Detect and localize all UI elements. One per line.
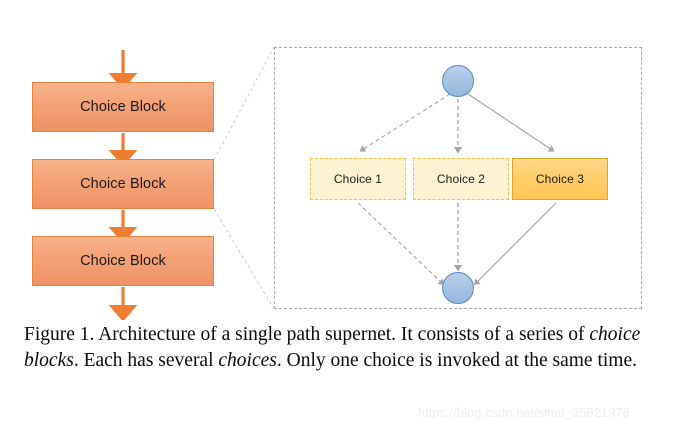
caption-emphasis-choices: choices	[218, 350, 277, 371]
caption-line-2-part-a: series of	[518, 324, 590, 345]
caption-emphasis-choice-blocks: choice blocks	[24, 324, 641, 371]
choice-box-2[interactable]: Choice 2	[413, 158, 509, 200]
callout-line-top	[213, 46, 275, 161]
detail-panel	[274, 47, 642, 309]
choice-block-1[interactable]: Choice Block	[32, 82, 214, 132]
callout-line-bottom	[213, 208, 275, 310]
output-node-circle	[442, 272, 474, 304]
choice-block-2-label: Choice Block	[80, 176, 166, 192]
figure-canvas: Choice Block Choice Block Choice Block C…	[32, 46, 642, 320]
input-node-circle	[442, 65, 474, 97]
edges-head-to-choices	[359, 93, 555, 154]
edge-choice-3-to-tail	[473, 202, 557, 286]
choice-block-1-label: Choice Block	[80, 99, 166, 115]
caption-line-3: is invoked at the same time.	[419, 350, 637, 371]
choice-box-3-selected[interactable]: Choice 3	[512, 158, 608, 200]
choice-block-3-label: Choice Block	[80, 253, 166, 269]
caption-line-2-part-c: . Only one choice	[276, 350, 415, 371]
edges-choices-to-tail	[357, 202, 557, 286]
caption-line-2-part-b: . Each has several	[73, 350, 219, 371]
edge-head-to-choice-1	[359, 93, 451, 152]
figure-caption: Figure 1. Architecture of a single path …	[24, 322, 658, 374]
callout-connectors	[213, 46, 275, 310]
edge-choice-1-to-tail	[357, 202, 445, 286]
choice-box-1[interactable]: Choice 1	[310, 158, 406, 200]
choice-block-2[interactable]: Choice Block	[32, 159, 214, 209]
caption-line-1: Figure 1. Architecture of a single path …	[24, 324, 515, 345]
edge-head-to-choice-3	[467, 93, 555, 152]
watermark-url: https://blog.csdn.net/sinat_35821976	[418, 406, 630, 420]
choice-box-2-label: Choice 2	[436, 172, 486, 186]
figure-vector-layer	[108, 46, 557, 320]
choice-box-3-label: Choice 3	[535, 172, 585, 186]
choice-box-1-label: Choice 1	[333, 172, 383, 186]
choice-block-3[interactable]: Choice Block	[32, 236, 214, 286]
